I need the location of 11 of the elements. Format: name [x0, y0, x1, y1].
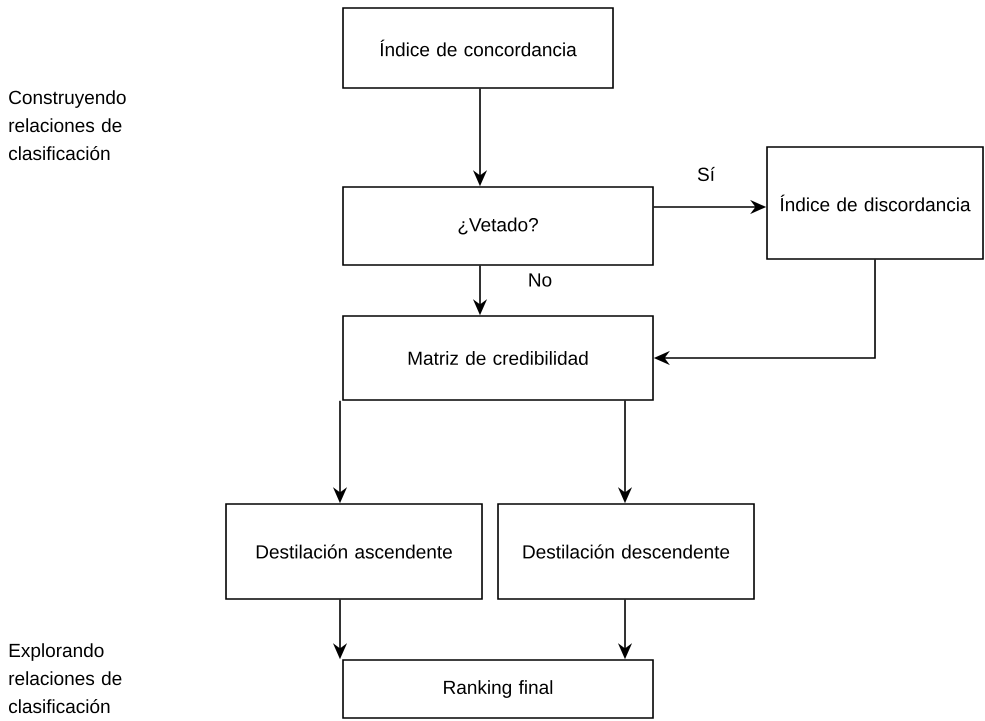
process-box: ¿Vetado?	[342, 186, 654, 266]
section-label: Construyendo relaciones de clasificación	[9, 90, 126, 160]
process-box: Destilación ascendente	[225, 503, 483, 600]
process-box: Destilación descendente	[497, 503, 755, 600]
edge-label: Sí	[696, 166, 716, 182]
edge-label: No	[526, 272, 554, 288]
process-box: Índice de discordancia	[766, 146, 984, 260]
process-box: Ranking final	[342, 659, 654, 719]
section-label: Explorando relaciones de clasificación	[9, 643, 122, 714]
process-box: Índice de concordancia	[342, 7, 614, 89]
process-box: Matriz de credibilidad	[342, 315, 654, 401]
